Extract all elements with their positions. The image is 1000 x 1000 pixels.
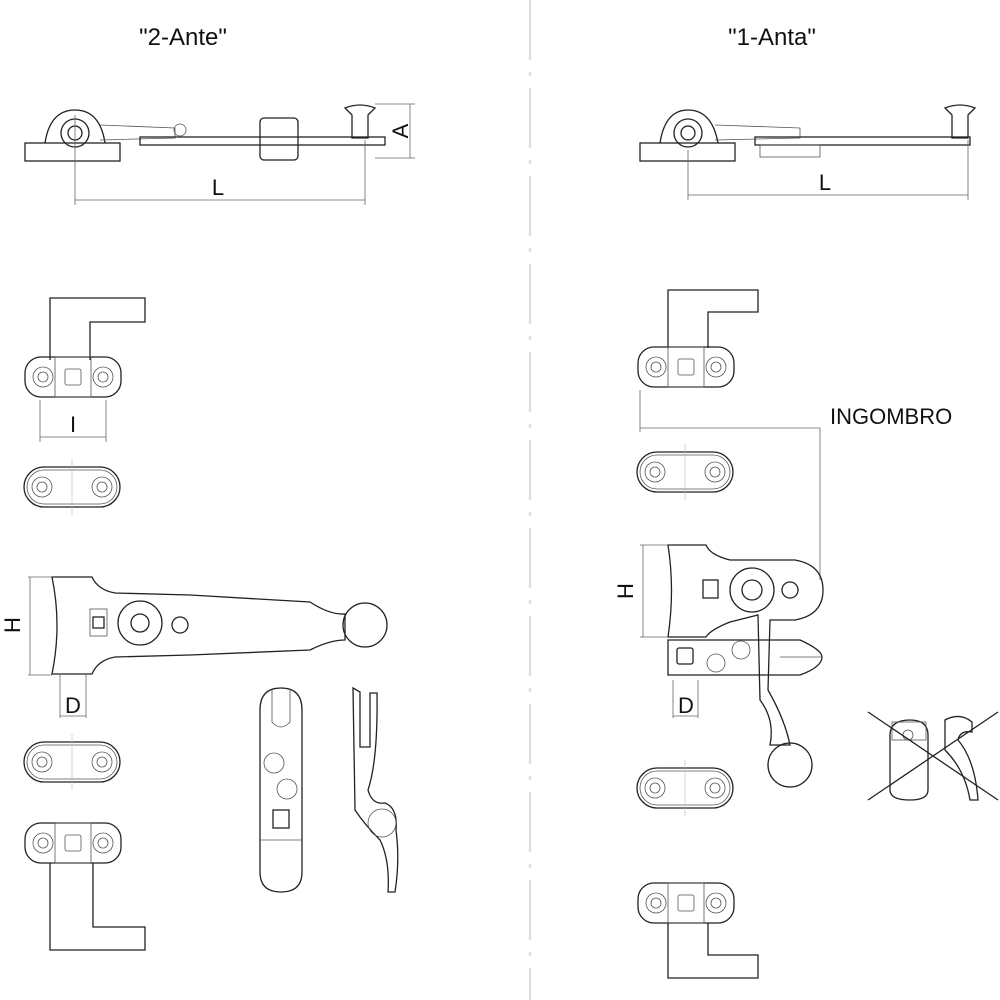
handle-front-view [259, 687, 303, 893]
left-column: "2-Ante" L A I [0, 24, 415, 951]
handle-side-view [352, 686, 399, 893]
title-2-ante: "2-Ante" [139, 24, 227, 51]
plate-left-1 [23, 458, 121, 516]
plate-left-2 [23, 733, 121, 791]
dim-D-left: D [65, 693, 81, 718]
side-view-1-anta: L [639, 104, 977, 200]
dim-L-right: L [819, 170, 831, 195]
handle-top-view-1-anta: H D [613, 544, 824, 788]
dim-H-left: H [0, 617, 25, 633]
right-column: "1-Anta" L INGOMBRO [613, 24, 999, 979]
dim-H-right: H [613, 583, 638, 599]
title-1-anta: "1-Anta" [728, 24, 816, 51]
dim-A-left: A [388, 123, 413, 138]
plate-right-1 [636, 443, 734, 501]
dim-D-right: D [678, 693, 694, 718]
dim-L-left: L [212, 175, 224, 200]
crossed-out-part [867, 711, 999, 801]
bracket-top-right: INGOMBRO [637, 289, 952, 580]
side-view-2-ante: L A [24, 103, 415, 205]
bracket-top-left: I [24, 297, 146, 442]
plate-right-2 [636, 759, 734, 817]
dim-ingombro: INGOMBRO [830, 404, 952, 429]
bracket-bottom-left [24, 822, 146, 951]
bracket-bottom-right [637, 882, 759, 979]
handle-top-view-2-ante: H D [0, 576, 388, 718]
dim-I-left: I [70, 412, 76, 437]
